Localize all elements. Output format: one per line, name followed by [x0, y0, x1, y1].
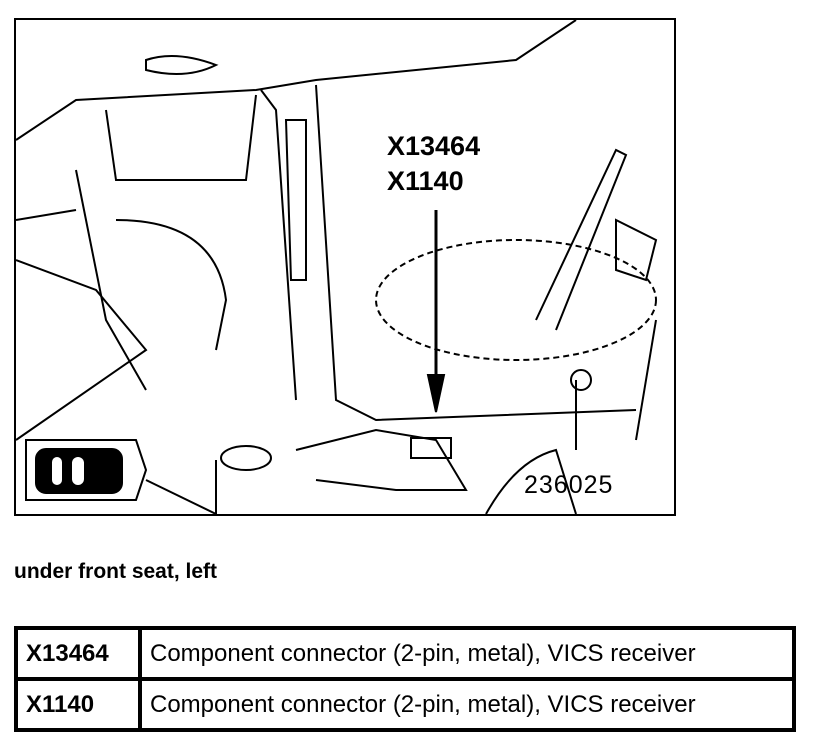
location-illustration: X13464 X1140 236025 [14, 18, 676, 516]
callout-x1140: X1140 [387, 166, 464, 196]
connector-id: X1140 [14, 677, 142, 732]
table-row: X13464 Component connector (2-pin, metal… [14, 626, 796, 681]
location-caption: under front seat, left [14, 560, 218, 583]
connector-id: X13464 [14, 626, 142, 681]
connector-description: Component connector (2-pin, metal), VICS… [138, 677, 796, 732]
callout-x13464: X13464 [387, 131, 481, 161]
connector-table: X13464 Component connector (2-pin, metal… [14, 626, 796, 732]
figure-number: 236025 [524, 471, 614, 499]
table-row: X1140 Component connector (2-pin, metal)… [14, 677, 796, 732]
vehicle-interior-drawing [16, 20, 658, 514]
connector-description: Component connector (2-pin, metal), VICS… [138, 626, 796, 681]
